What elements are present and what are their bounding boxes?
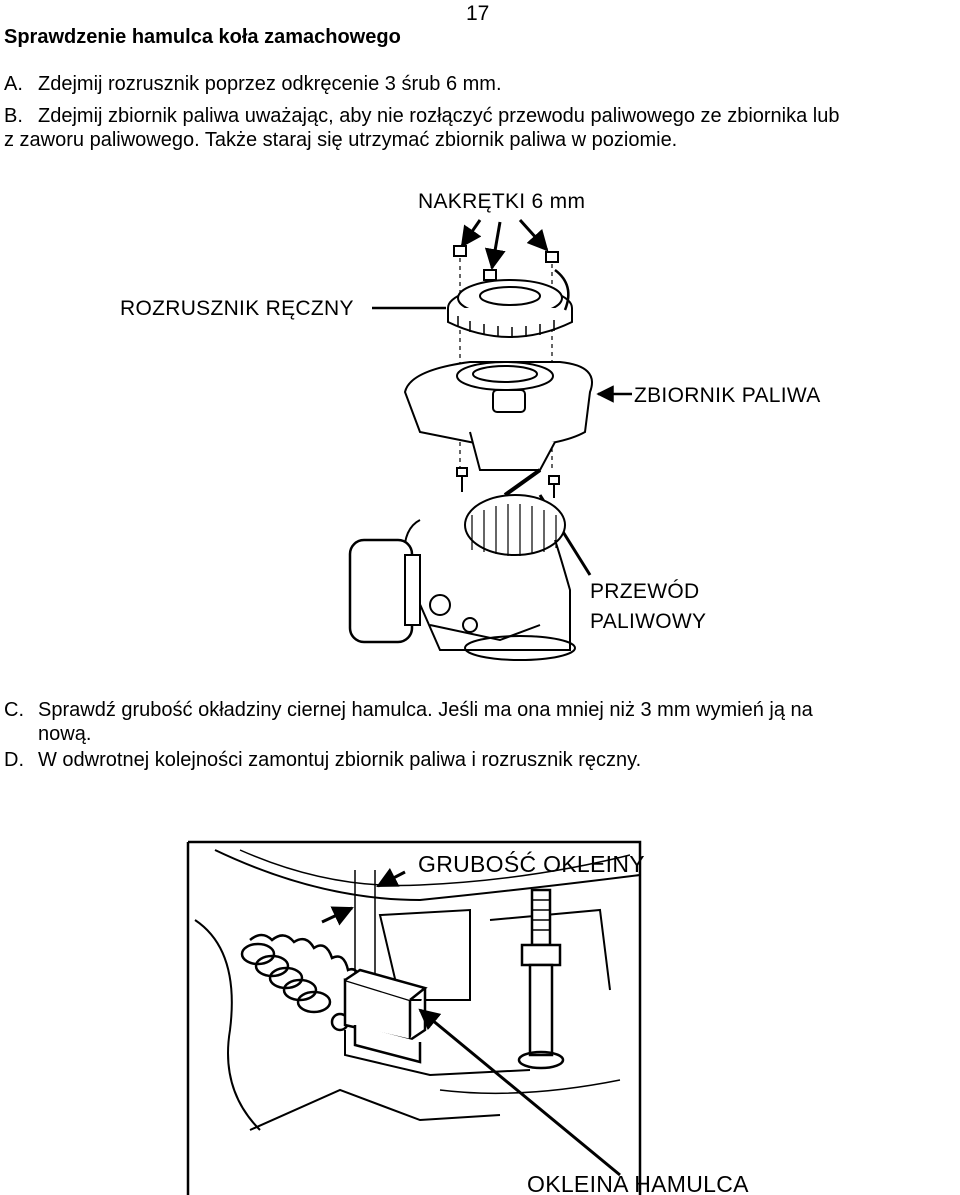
step-b: B. Zdejmij zbiornik paliwa uważając, aby … (4, 104, 960, 128)
step-text: Zdejmij zbiornik paliwa uważając, aby ni… (38, 105, 840, 127)
label-fuel-hose-1: PRZEWÓD (590, 580, 699, 603)
step-c-continued: nową. (38, 723, 92, 745)
engine-exploded-diagram: NAKRĘTKI 6 mm ROZRUSZNIK RĘCZNY ZBIORNIK… (120, 190, 821, 661)
step-letter: C. (4, 699, 24, 721)
step-b-continued: z zaworu paliwowego. Także staraj się ut… (4, 129, 678, 151)
step-text: Zdejmij rozrusznik poprzez odkręcenie 3 … (38, 73, 502, 95)
step-letter: B. (4, 105, 23, 127)
step-letter: D. (4, 749, 24, 771)
label-pad-thickness: GRUBOŚĆ OKLEINY (418, 850, 645, 877)
step-d: D. W odwrotnej kolejności zamontuj zbiorn… (4, 748, 641, 772)
step-text: Sprawdź grubość okładziny ciernej hamulc… (38, 699, 813, 721)
step-letter: A. (4, 73, 23, 95)
page-number: 17 (466, 2, 490, 25)
label-starter: ROZRUSZNIK RĘCZNY (120, 297, 354, 320)
step-c: C. Sprawdź grubość okładziny ciernej hamu… (4, 698, 960, 722)
step-a: A. Zdejmij rozrusznik poprzez odkręcenie … (4, 72, 502, 96)
label-fuel-hose-2: PALIWOWY (590, 610, 706, 633)
label-fuel-tank: ZBIORNIK PALIWA (634, 384, 821, 407)
label-brake-pad: OKLEINA HAMULCA (527, 1171, 749, 1195)
page-title: Sprawdzenie hamulca koła zamachowego (4, 26, 401, 48)
label-nuts: NAKRĘTKI 6 mm (418, 190, 585, 213)
step-text: W odwrotnej kolejności zamontuj zbiornik… (38, 749, 642, 771)
brake-pad-diagram: GRUBOŚĆ OKLEINY OKLEINA HAMULCA (186, 840, 749, 1195)
